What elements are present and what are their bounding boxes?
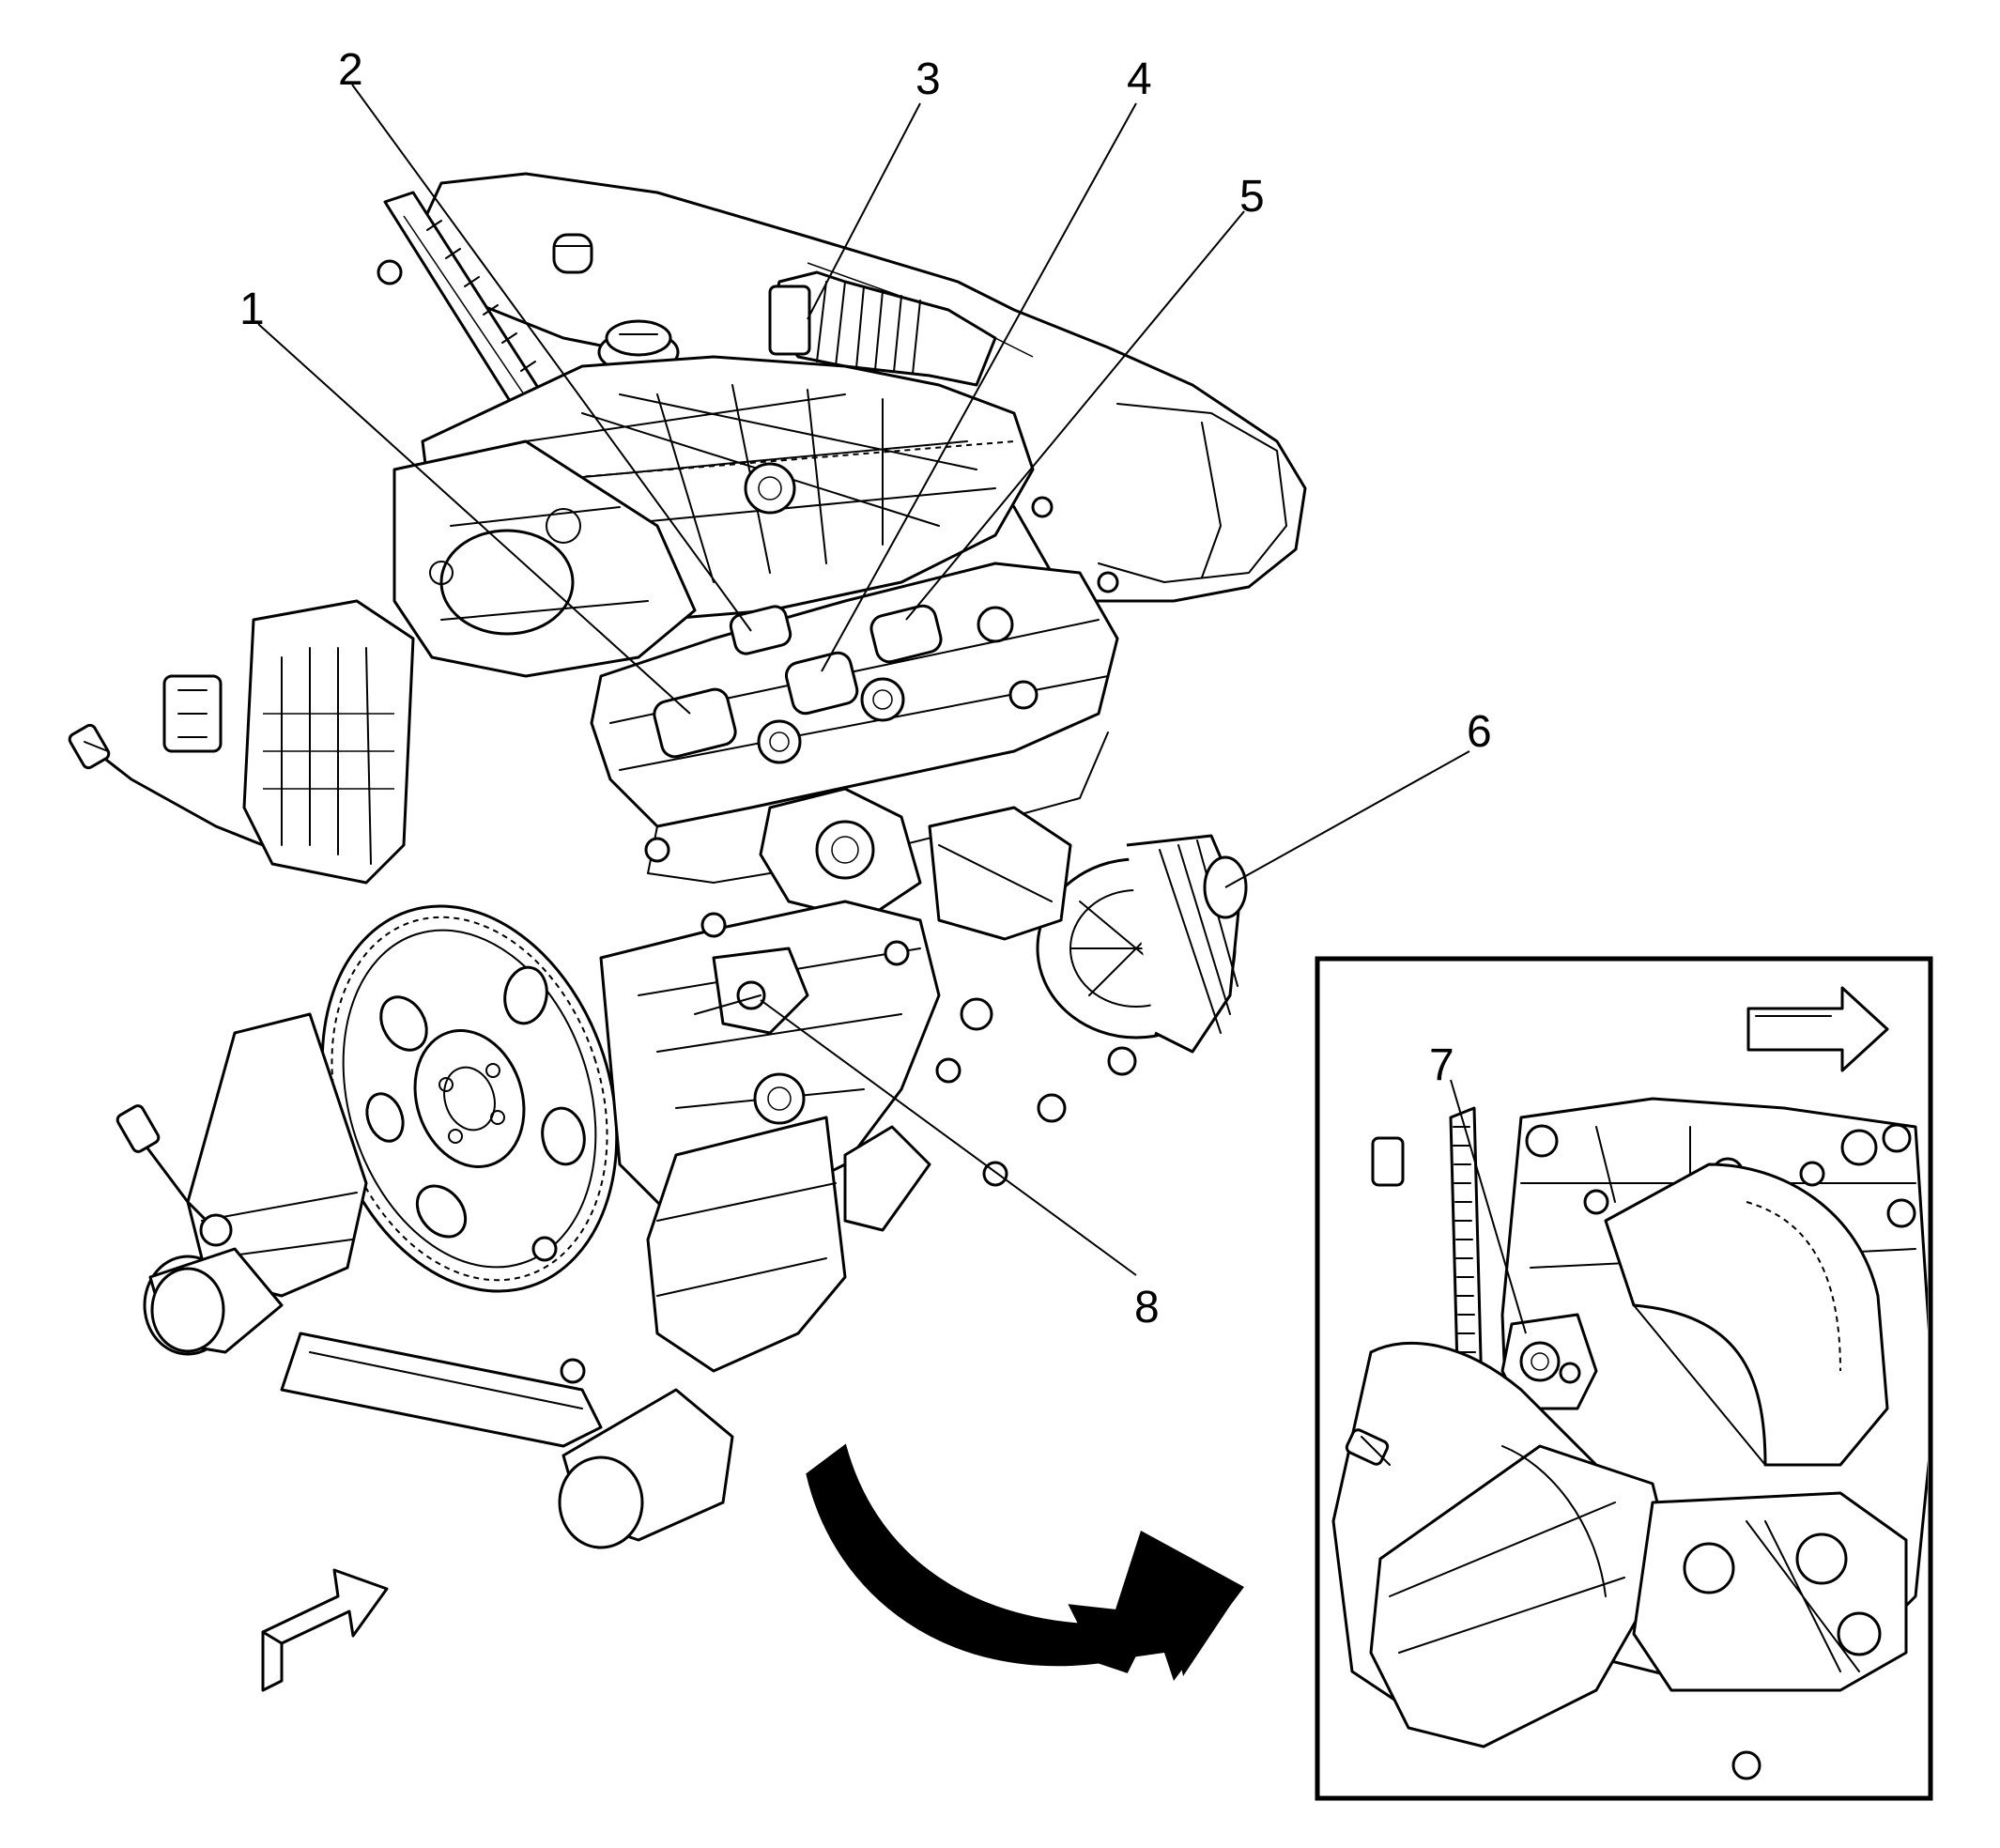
detail-inset-frame: [1315, 956, 1933, 1801]
leader-line-3: [807, 102, 921, 320]
callout-labels: 1 2 3 4 5 6 7 8: [239, 45, 1492, 1332]
leader-line-8: [760, 999, 1137, 1276]
curved-solid-arrow: [806, 1443, 1244, 1681]
hollow-direction-arrow: [261, 1568, 389, 1692]
callout-label-4: 4: [1127, 54, 1152, 104]
callout-label-7: 7: [1429, 1040, 1454, 1090]
ignition-coil-2: [729, 605, 792, 655]
ignition-coil-3: [784, 651, 859, 716]
callout-leaders: [257, 84, 1527, 1334]
callout-label-5: 5: [1239, 172, 1265, 222]
oxygen-sensor-upper: [68, 723, 265, 847]
ignition-coil-4: [869, 604, 943, 664]
alternator: [1036, 834, 1248, 1076]
exhaust-crossover-pipe: [280, 1332, 603, 1448]
catalytic-converter-right: [558, 1116, 847, 1549]
callout-label-3: 3: [915, 54, 941, 104]
engine-illustration: [68, 172, 1307, 1549]
leader-line-4: [821, 102, 1137, 672]
sensor-bracket: [694, 947, 809, 1035]
front-cover-brackets: [759, 787, 1072, 1123]
inset-illustration: [1331, 1097, 1928, 1780]
engine-block: [599, 900, 941, 1232]
callout-label-8: 8: [1134, 1283, 1160, 1332]
left-cylinder-head: [392, 439, 697, 678]
oxygen-sensor-lower: [115, 1104, 233, 1247]
leader-line-6: [1224, 750, 1470, 888]
leader-line-5: [905, 210, 1245, 621]
leader-line-7: [1450, 1079, 1527, 1334]
inset-direction-arrow: [1746, 986, 1889, 1072]
callout-label-6: 6: [1467, 707, 1492, 757]
callout-label-2: 2: [338, 45, 363, 95]
callout-label-1: 1: [239, 285, 265, 334]
ignition-coils: [653, 604, 1038, 764]
inset-sensor: [1500, 1313, 1598, 1410]
leader-line-1: [257, 323, 691, 715]
wiring-harness-cover: [162, 599, 415, 885]
ignition-coil-1: [653, 687, 737, 759]
catalytic-converter-left: [143, 1012, 368, 1356]
throttle-coupling: [768, 270, 997, 387]
leader-line-2: [351, 84, 752, 632]
